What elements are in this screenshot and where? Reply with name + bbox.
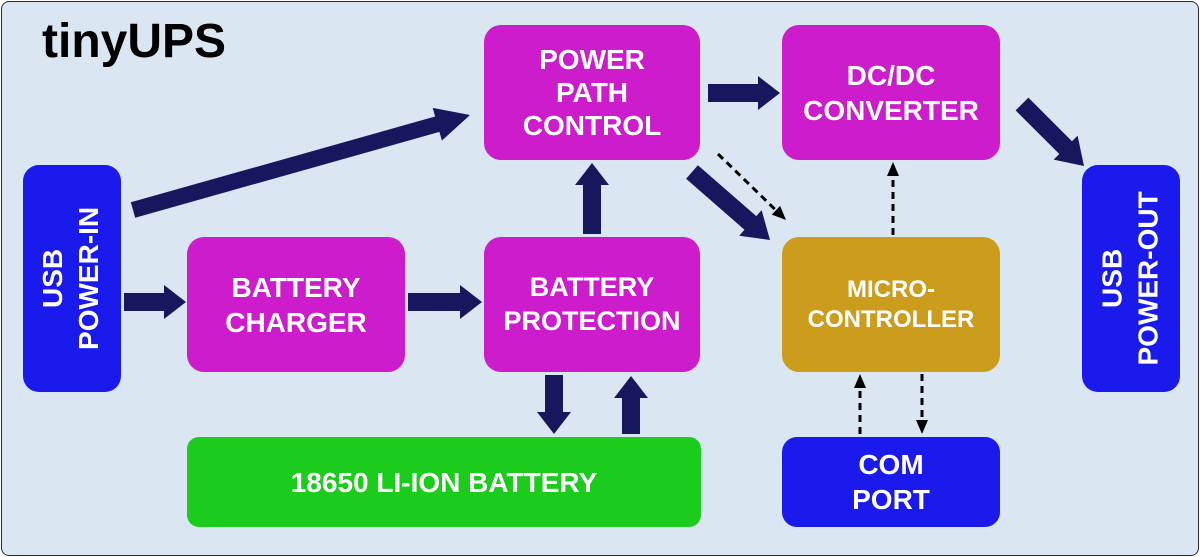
com-port-label-line-2: PORT (852, 484, 930, 515)
signal-mcu-to-com-port (916, 374, 928, 434)
usb-power-out-label-line-2: POWER-OUT (1133, 191, 1164, 366)
usb-power-in-label: USB POWER-IN (36, 207, 109, 350)
arrow-usb-in-to-power-path (130, 107, 471, 218)
usb-power-out-label-line-1: USB (1096, 248, 1128, 309)
microcontroller-label-line-2: CONTROLLER (807, 305, 975, 333)
block-battery-charger: BATTERY CHARGER (187, 237, 405, 372)
power-path-label-line-3: CONTROL (522, 110, 662, 142)
arrow-power-path-to-dcdc (708, 76, 780, 110)
dcdc-label-line-1: DC/DC (846, 59, 936, 91)
block-battery-protection: BATTERY PROTECTION (484, 237, 700, 372)
battery-protection-label-line-2: PROTECTION (503, 305, 681, 336)
diagram-title: tinyUPS (42, 15, 227, 68)
block-power-path-control: POWER PATH CONTROL (484, 25, 700, 160)
arrow-protection-to-power-path (575, 163, 609, 234)
microcontroller-label-line-1: MICRO- (847, 275, 935, 303)
arrow-dcdc-to-usb-out (1015, 97, 1084, 166)
arrow-usb-in-to-charger (124, 285, 186, 319)
usb-power-in-label-line-2: POWER-IN (74, 206, 106, 351)
power-path-label-line-2: PATH (555, 76, 629, 108)
block-usb-power-out: USB POWER-OUT (1082, 165, 1180, 392)
arrow-charger-to-protection (408, 285, 482, 319)
arrow-battery-to-protection (614, 376, 648, 434)
signal-com-port-to-mcu (854, 374, 866, 434)
li-ion-battery-label: 18650 LI-ION BATTERY (290, 466, 598, 498)
block-li-ion-battery: 18650 LI-ION BATTERY (187, 437, 701, 527)
usb-power-out-label: USB POWER-OUT (1095, 191, 1168, 365)
block-com-port: COM PORT (782, 437, 1000, 527)
arrow-protection-to-battery (537, 375, 571, 434)
block-dcdc-converter: DC/DC CONVERTER (782, 25, 1000, 160)
battery-charger-label-line-1: BATTERY (231, 271, 361, 303)
block-usb-power-in: USB POWER-IN (23, 165, 121, 392)
arrow-power-path-to-mcu (686, 165, 770, 240)
signal-mcu-to-dcdc (887, 162, 899, 235)
battery-charger-label-line-2: CHARGER (225, 306, 367, 338)
signal-power-path-to-mcu (716, 152, 786, 220)
battery-protection-label-line-1: BATTERY (529, 271, 655, 302)
com-port-label-line-1: COM (858, 449, 924, 480)
dcdc-label-line-2: CONVERTER (803, 94, 979, 126)
power-path-label-line-1: POWER (539, 43, 645, 75)
block-microcontroller: MICRO- CONTROLLER (782, 237, 1000, 372)
usb-power-in-label-line-1: USB (37, 248, 69, 309)
